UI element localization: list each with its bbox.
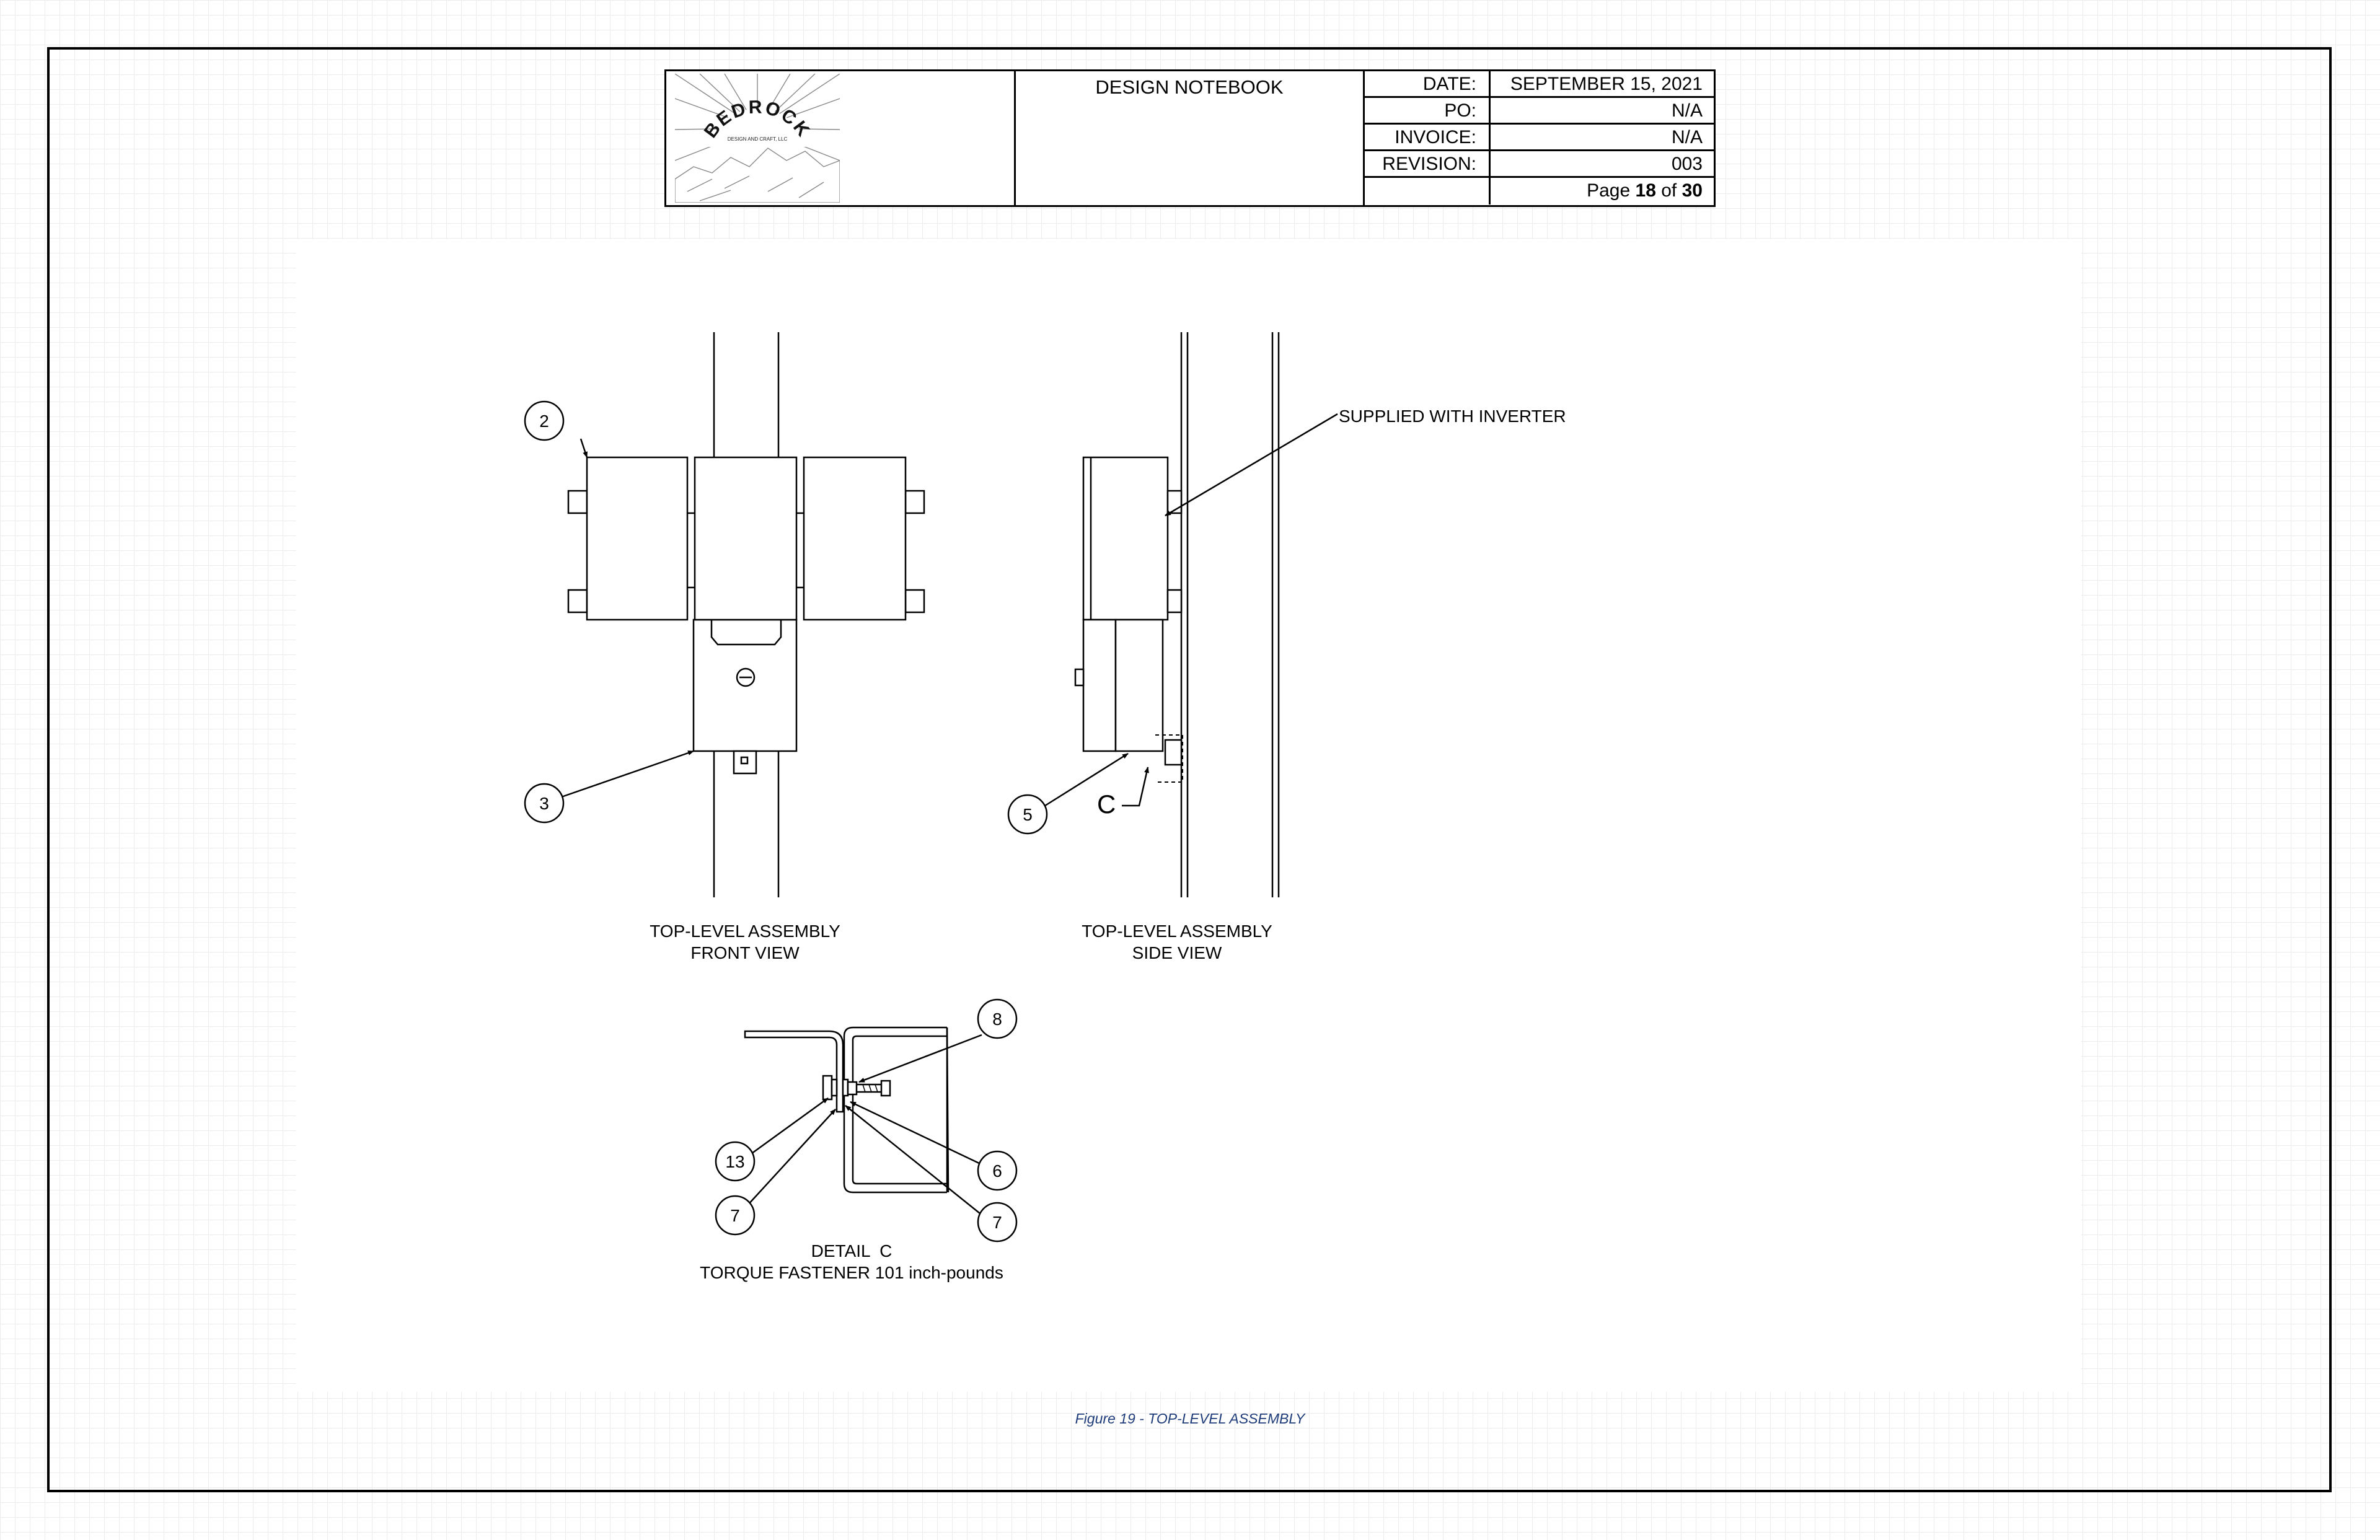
detail-c-view [715, 998, 1018, 1243]
company-logo: BEDROCK DESIGN AND CRAFT, LLC [666, 71, 1016, 205]
balloon-5 [1007, 794, 1048, 835]
balloon-13 [715, 1141, 756, 1182]
side-view-subtitle: SIDE VIEW [1132, 943, 1222, 962]
side-view-title: TOP-LEVEL ASSEMBLY [1082, 922, 1272, 941]
page-of: of [1661, 180, 1677, 201]
balloon-6 [977, 1150, 1018, 1191]
balloon-2 [524, 400, 565, 441]
revision-label: REVISION: [1365, 151, 1491, 178]
inverter-callout: SUPPLIED WITH INVERTER [1339, 407, 1566, 426]
balloon-7-right-label: 7 [992, 1213, 1002, 1232]
logo-tagline: DESIGN AND CRAFT, LLC [728, 136, 788, 142]
po-value: N/A [1491, 98, 1714, 125]
invoice-value: N/A [1491, 125, 1714, 151]
balloon-8 [977, 998, 1018, 1039]
figure-caption: Figure 19 - TOP-LEVEL ASSEMBLY [1075, 1410, 1305, 1427]
date-value: SEPTEMBER 15, 2021 [1491, 71, 1714, 98]
notebook-title: DESIGN NOTEBOOK [1016, 71, 1365, 205]
invoice-label: INVOICE: [1365, 125, 1491, 151]
front-view-title: TOP-LEVEL ASSEMBLY [650, 922, 840, 941]
front-view-subtitle: FRONT VIEW [690, 943, 800, 962]
balloon-3 [524, 783, 565, 824]
page-prefix: Page [1587, 180, 1631, 201]
page-current: 18 [1635, 180, 1656, 201]
balloon-7-left [715, 1195, 756, 1236]
balloon-13-label: 13 [725, 1152, 744, 1171]
assembly-drawing: 2 3 TOP-LEVEL ASSEMBLY FRONT VIEW [524, 332, 1566, 1282]
drawing-border [47, 47, 2332, 1492]
front-left-module [586, 456, 689, 621]
detail-c-torque-note: TORQUE FASTENER 101 inch-pounds [700, 1263, 1003, 1282]
title-block: BEDROCK DESIGN AND CRAFT, LLC DESIGN NOT… [664, 69, 1716, 207]
balloon-8-label: 8 [992, 1010, 1002, 1029]
side-view [1007, 332, 1338, 897]
front-center-module [694, 456, 798, 621]
po-label: PO: [1365, 98, 1491, 125]
balloon-7-left-label: 7 [730, 1206, 740, 1225]
front-right-module [803, 456, 907, 621]
drawing-area: 2 3 TOP-LEVEL ASSEMBLY FRONT VIEW [296, 239, 2081, 1392]
revision-value: 003 [1491, 151, 1714, 178]
side-upper-module [1082, 456, 1169, 621]
page-number: Page 18 of 30 [1491, 178, 1714, 205]
side-lower-enclosure [1082, 618, 1117, 752]
detail-c-title: DETAIL C [811, 1241, 892, 1261]
page-total: 30 [1681, 180, 1703, 201]
balloon-6-label: 6 [992, 1161, 1002, 1181]
balloon-3-label: 3 [539, 794, 549, 813]
balloon-2-label: 2 [539, 411, 549, 431]
date-label: DATE: [1365, 71, 1491, 98]
balloon-5-label: 5 [1023, 805, 1033, 824]
detail-c-marker: C [1097, 790, 1116, 819]
balloon-7-right [977, 1202, 1018, 1243]
front-view [524, 332, 925, 897]
page-label-blank [1365, 178, 1491, 205]
